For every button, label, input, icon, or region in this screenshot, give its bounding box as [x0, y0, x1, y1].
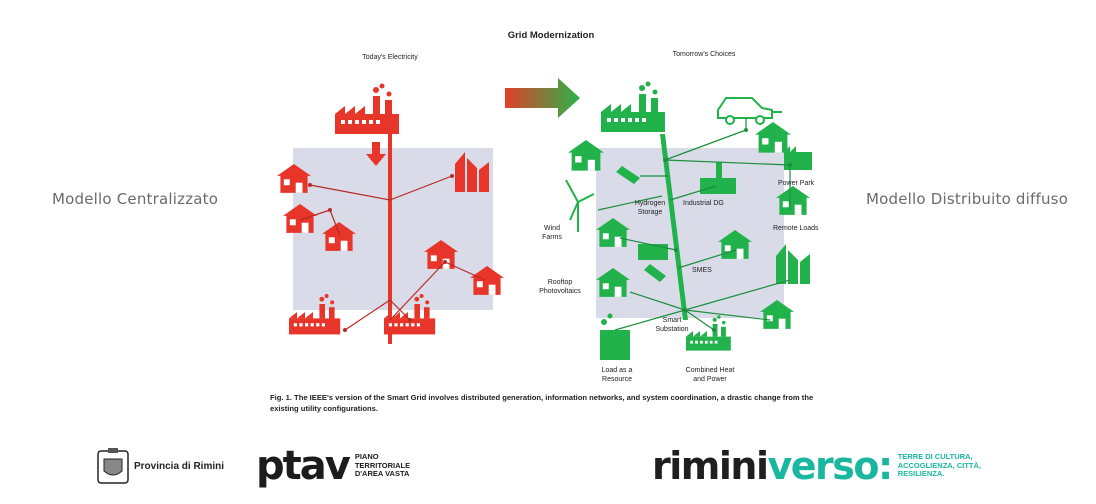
ptav-subtitle: PIANO TERRITORIALE D'AREA VASTA [354, 452, 411, 479]
riminiverso-tagline: TERRE DI CULTURA, ACCOGLIENZA, CITTÀ, RE… [897, 452, 982, 479]
transition-arrow [505, 78, 580, 118]
provincia-logo: Provincia di Rimini [96, 447, 224, 485]
electric-car-icon [717, 97, 782, 125]
remote-loads-label: Remote Loads [773, 225, 819, 232]
centralized-grid [277, 83, 504, 344]
coat-of-arms-icon [97, 448, 129, 484]
riminiverso-wordmark: riminiverso: [652, 444, 893, 488]
tomorrow-heading: Tomorrow's Choices [673, 51, 736, 58]
smes-label: SMES [692, 267, 712, 274]
industrial-dg-label: Industrial DG [683, 200, 724, 207]
ptav-logo: ptav PIANO TERRITORIALE D'AREA VASTA [256, 446, 435, 486]
figure-caption: Fig. 1. The IEEE's version of the Smart … [270, 393, 814, 413]
power-park-label: Power Park [778, 180, 815, 187]
figure-title: Grid Modernization [508, 30, 595, 41]
riminiverso-logo: riminiverso: TERRE DI CULTURA, ACCOGLIEN… [652, 446, 990, 486]
grid-modernization-diagram: Grid Modernization Today's Electricity T… [277, 30, 819, 383]
today-heading: Today's Electricity [362, 54, 418, 61]
provincia-name: Provincia di Rimini [134, 460, 225, 472]
distributed-model-label: Modello Distribuito diffuso [866, 190, 1069, 208]
ptav-wordmark: ptav [256, 443, 351, 489]
centralized-model-label: Modello Centralizzato [52, 190, 219, 208]
wind-turbine-icon [565, 179, 595, 232]
